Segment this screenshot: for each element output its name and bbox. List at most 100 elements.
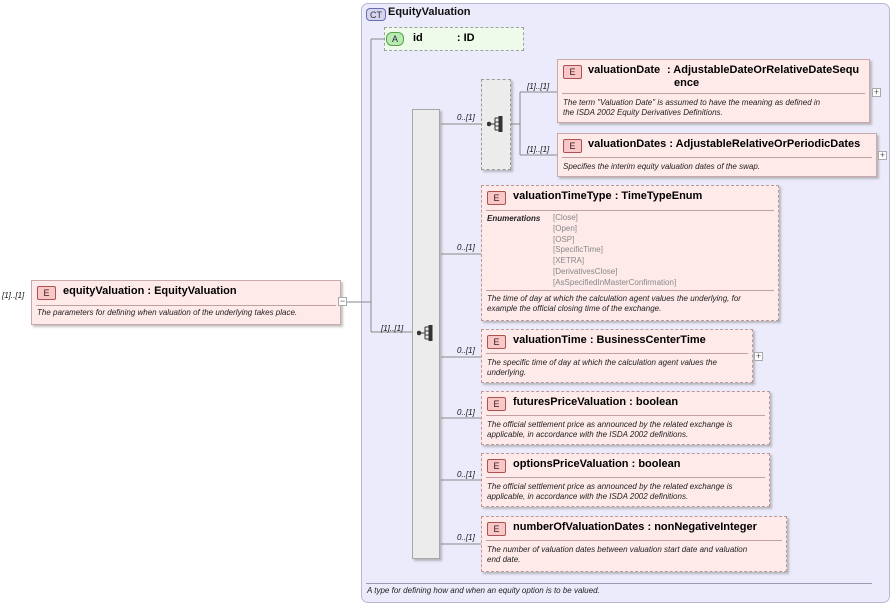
attribute-badge: A [386, 32, 404, 46]
options-price-valuation-name: optionsPriceValuation [513, 458, 629, 470]
outer-sequence-compositor[interactable] [412, 109, 440, 559]
valuation-date-type: : AdjustableDateOrRelativeDateSequ [667, 64, 860, 76]
complex-type-badge: CT [366, 8, 386, 21]
root-element-box[interactable] [31, 280, 341, 325]
futures-price-valuation-doc-line2: applicable, in accordance with the ISDA … [487, 430, 689, 439]
divider [36, 305, 336, 306]
valuation-time-type-cardinality: 0..[1] [457, 243, 475, 252]
valuation-time-element[interactable] [481, 329, 753, 383]
valuation-time-type-name: valuationTimeType [513, 190, 612, 202]
collapse-toggle[interactable]: − [338, 296, 347, 306]
outer-sequence-cardinality: [1]..[1] [381, 324, 404, 333]
enumeration-list: [Close] [Open] [OSP] [SpecificTime] [XET… [553, 213, 676, 289]
attribute-name: id [413, 32, 423, 44]
divider [486, 477, 765, 478]
valuation-time-cardinality: 0..[1] [457, 346, 475, 355]
valuation-time-type-element[interactable] [481, 185, 779, 321]
valuation-dates-title: valuationDates : AdjustableRelativeOrPer… [588, 138, 860, 150]
number-of-valuation-dates-cardinality: 0..[1] [457, 533, 475, 542]
enumeration-value: [OSP] [553, 234, 575, 244]
valuation-dates-element[interactable] [557, 133, 877, 177]
root-element-name: equityValuation [63, 285, 145, 297]
options-price-valuation-type: : boolean [631, 458, 681, 470]
options-price-valuation-doc-line2: applicable, in accordance with the ISDA … [487, 492, 689, 501]
valuation-dates-doc: Specifies the interim equity valuation d… [563, 162, 760, 171]
element-badge: E [37, 286, 56, 300]
root-cardinality: [1]..[1] [2, 291, 25, 300]
attribute-title: id : ID [413, 32, 475, 44]
valuation-date-cardinality: [1]..[1] [527, 82, 550, 91]
element-badge: E [487, 522, 506, 536]
enumerations-label: Enumerations [487, 214, 541, 223]
futures-price-valuation-type: : boolean [629, 396, 679, 408]
complex-type-title: EquityValuation [388, 6, 471, 18]
enumeration-value: [XETRA] [553, 256, 585, 266]
valuation-time-type: : BusinessCenterTime [589, 334, 706, 346]
futures-price-valuation-title: futuresPriceValuation : boolean [513, 396, 678, 408]
enumeration-value: [Close] [553, 213, 578, 222]
enumeration-value: [SpecificTime] [553, 245, 603, 255]
expand-toggle[interactable]: + [872, 87, 881, 97]
options-price-valuation-doc-line1: The official settlement price as announc… [487, 482, 733, 491]
complex-type-footer: A type for defining how and when an equi… [367, 586, 600, 595]
enumeration-value: [AsSpecifiedInMasterConfirmation] [553, 277, 677, 287]
element-badge: E [563, 65, 582, 79]
number-of-valuation-dates-name: numberOfValuationDates [513, 521, 645, 533]
valuation-time-doc-line2: underlying. [487, 368, 527, 377]
valuation-date-name: valuationDate [588, 64, 661, 76]
element-badge: E [487, 335, 506, 349]
expand-toggle[interactable]: + [878, 150, 887, 160]
root-element-doc: The parameters for defining when valuati… [37, 308, 298, 317]
divider [562, 157, 872, 158]
valuation-time-type-type: : TimeTypeEnum [614, 190, 703, 202]
valuation-time-type-doc-line2: example the official closing time of the… [487, 304, 662, 313]
inner-sequence-cardinality: 0..[1] [457, 113, 475, 122]
inner-sequence-compositor[interactable] [481, 79, 511, 170]
valuation-time-name: valuationTime [513, 334, 587, 346]
number-of-valuation-dates-element[interactable] [481, 516, 787, 572]
futures-price-valuation-element[interactable] [481, 391, 770, 445]
valuation-date-element[interactable] [557, 59, 870, 123]
valuation-dates-cardinality: [1]..[1] [527, 145, 550, 154]
divider [486, 540, 782, 541]
options-price-valuation-cardinality: 0..[1] [457, 470, 475, 479]
divider [486, 415, 765, 416]
element-badge: E [487, 191, 506, 205]
valuation-time-type-doc-line1: The time of day at which the calculation… [487, 294, 741, 303]
futures-price-valuation-name: futuresPriceValuation [513, 396, 627, 408]
options-price-valuation-title: optionsPriceValuation : boolean [513, 458, 680, 470]
element-badge: E [487, 459, 506, 473]
sequence-icon [487, 116, 503, 132]
attribute-id-box[interactable] [384, 27, 524, 51]
valuation-time-doc-line1: The specific time of day at which the ca… [487, 358, 717, 367]
element-badge: E [487, 397, 506, 411]
valuation-date-type-cont: ence [674, 77, 700, 89]
valuation-dates-type: : AdjustableRelativeOrPeriodicDates [669, 138, 861, 150]
root-element-type: : EquityValuation [147, 285, 237, 297]
number-of-valuation-dates-type: : nonNegativeInteger [647, 521, 757, 533]
futures-price-valuation-doc-line1: The official settlement price as announc… [487, 420, 733, 429]
enumeration-value: [DerivativesClose] [553, 266, 618, 276]
divider [562, 93, 865, 94]
valuation-time-type-title: valuationTimeType : TimeTypeEnum [513, 190, 702, 202]
valuation-dates-name: valuationDates [588, 138, 667, 150]
number-of-valuation-dates-doc-line1: The number of valuation dates between va… [487, 545, 748, 554]
valuation-date-doc-line1: The term "Valuation Date" is assumed to … [563, 98, 821, 107]
root-element-title: equityValuation : EquityValuation [63, 285, 237, 297]
options-price-valuation-element[interactable] [481, 453, 770, 507]
expand-toggle[interactable]: + [754, 351, 763, 361]
footer-divider [366, 583, 872, 584]
enumeration-value: [Open] [553, 223, 578, 233]
futures-price-valuation-cardinality: 0..[1] [457, 408, 475, 417]
element-badge: E [563, 139, 582, 153]
divider [486, 290, 774, 291]
number-of-valuation-dates-title: numberOfValuationDates : nonNegativeInte… [513, 521, 757, 533]
divider [486, 353, 748, 354]
valuation-time-title: valuationTime : BusinessCenterTime [513, 334, 706, 346]
number-of-valuation-dates-doc-line2: end date. [487, 555, 521, 564]
sequence-icon [417, 325, 433, 341]
divider [486, 210, 774, 211]
valuation-date-doc-line2: the ISDA 2002 Equity Derivatives Definit… [563, 108, 723, 117]
attribute-type: : ID [456, 32, 475, 44]
